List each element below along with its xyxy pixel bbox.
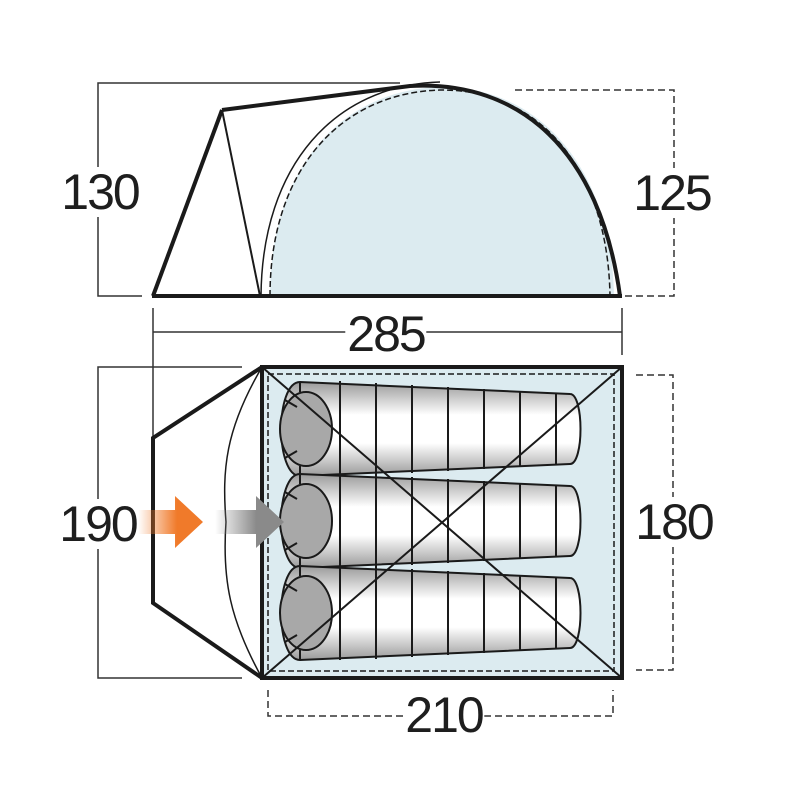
sleeping-bag bbox=[279, 564, 582, 661]
label-height-outer: 130 bbox=[59, 164, 141, 220]
sleeping-bag bbox=[279, 380, 582, 477]
label-width-outer: 190 bbox=[57, 496, 139, 552]
arrow-right-grey-icon bbox=[215, 496, 284, 548]
arrow-right-orange-icon bbox=[138, 496, 203, 548]
side-view bbox=[97, 81, 675, 500]
label-width-inner: 180 bbox=[633, 494, 715, 550]
dimension-line-height-inner bbox=[515, 89, 675, 297]
label-length: 285 bbox=[345, 306, 427, 362]
sleeping-bag bbox=[279, 472, 582, 569]
label-height-inner: 125 bbox=[631, 165, 713, 221]
label-length-inner: 210 bbox=[403, 687, 485, 743]
floor-plan bbox=[97, 365, 674, 717]
